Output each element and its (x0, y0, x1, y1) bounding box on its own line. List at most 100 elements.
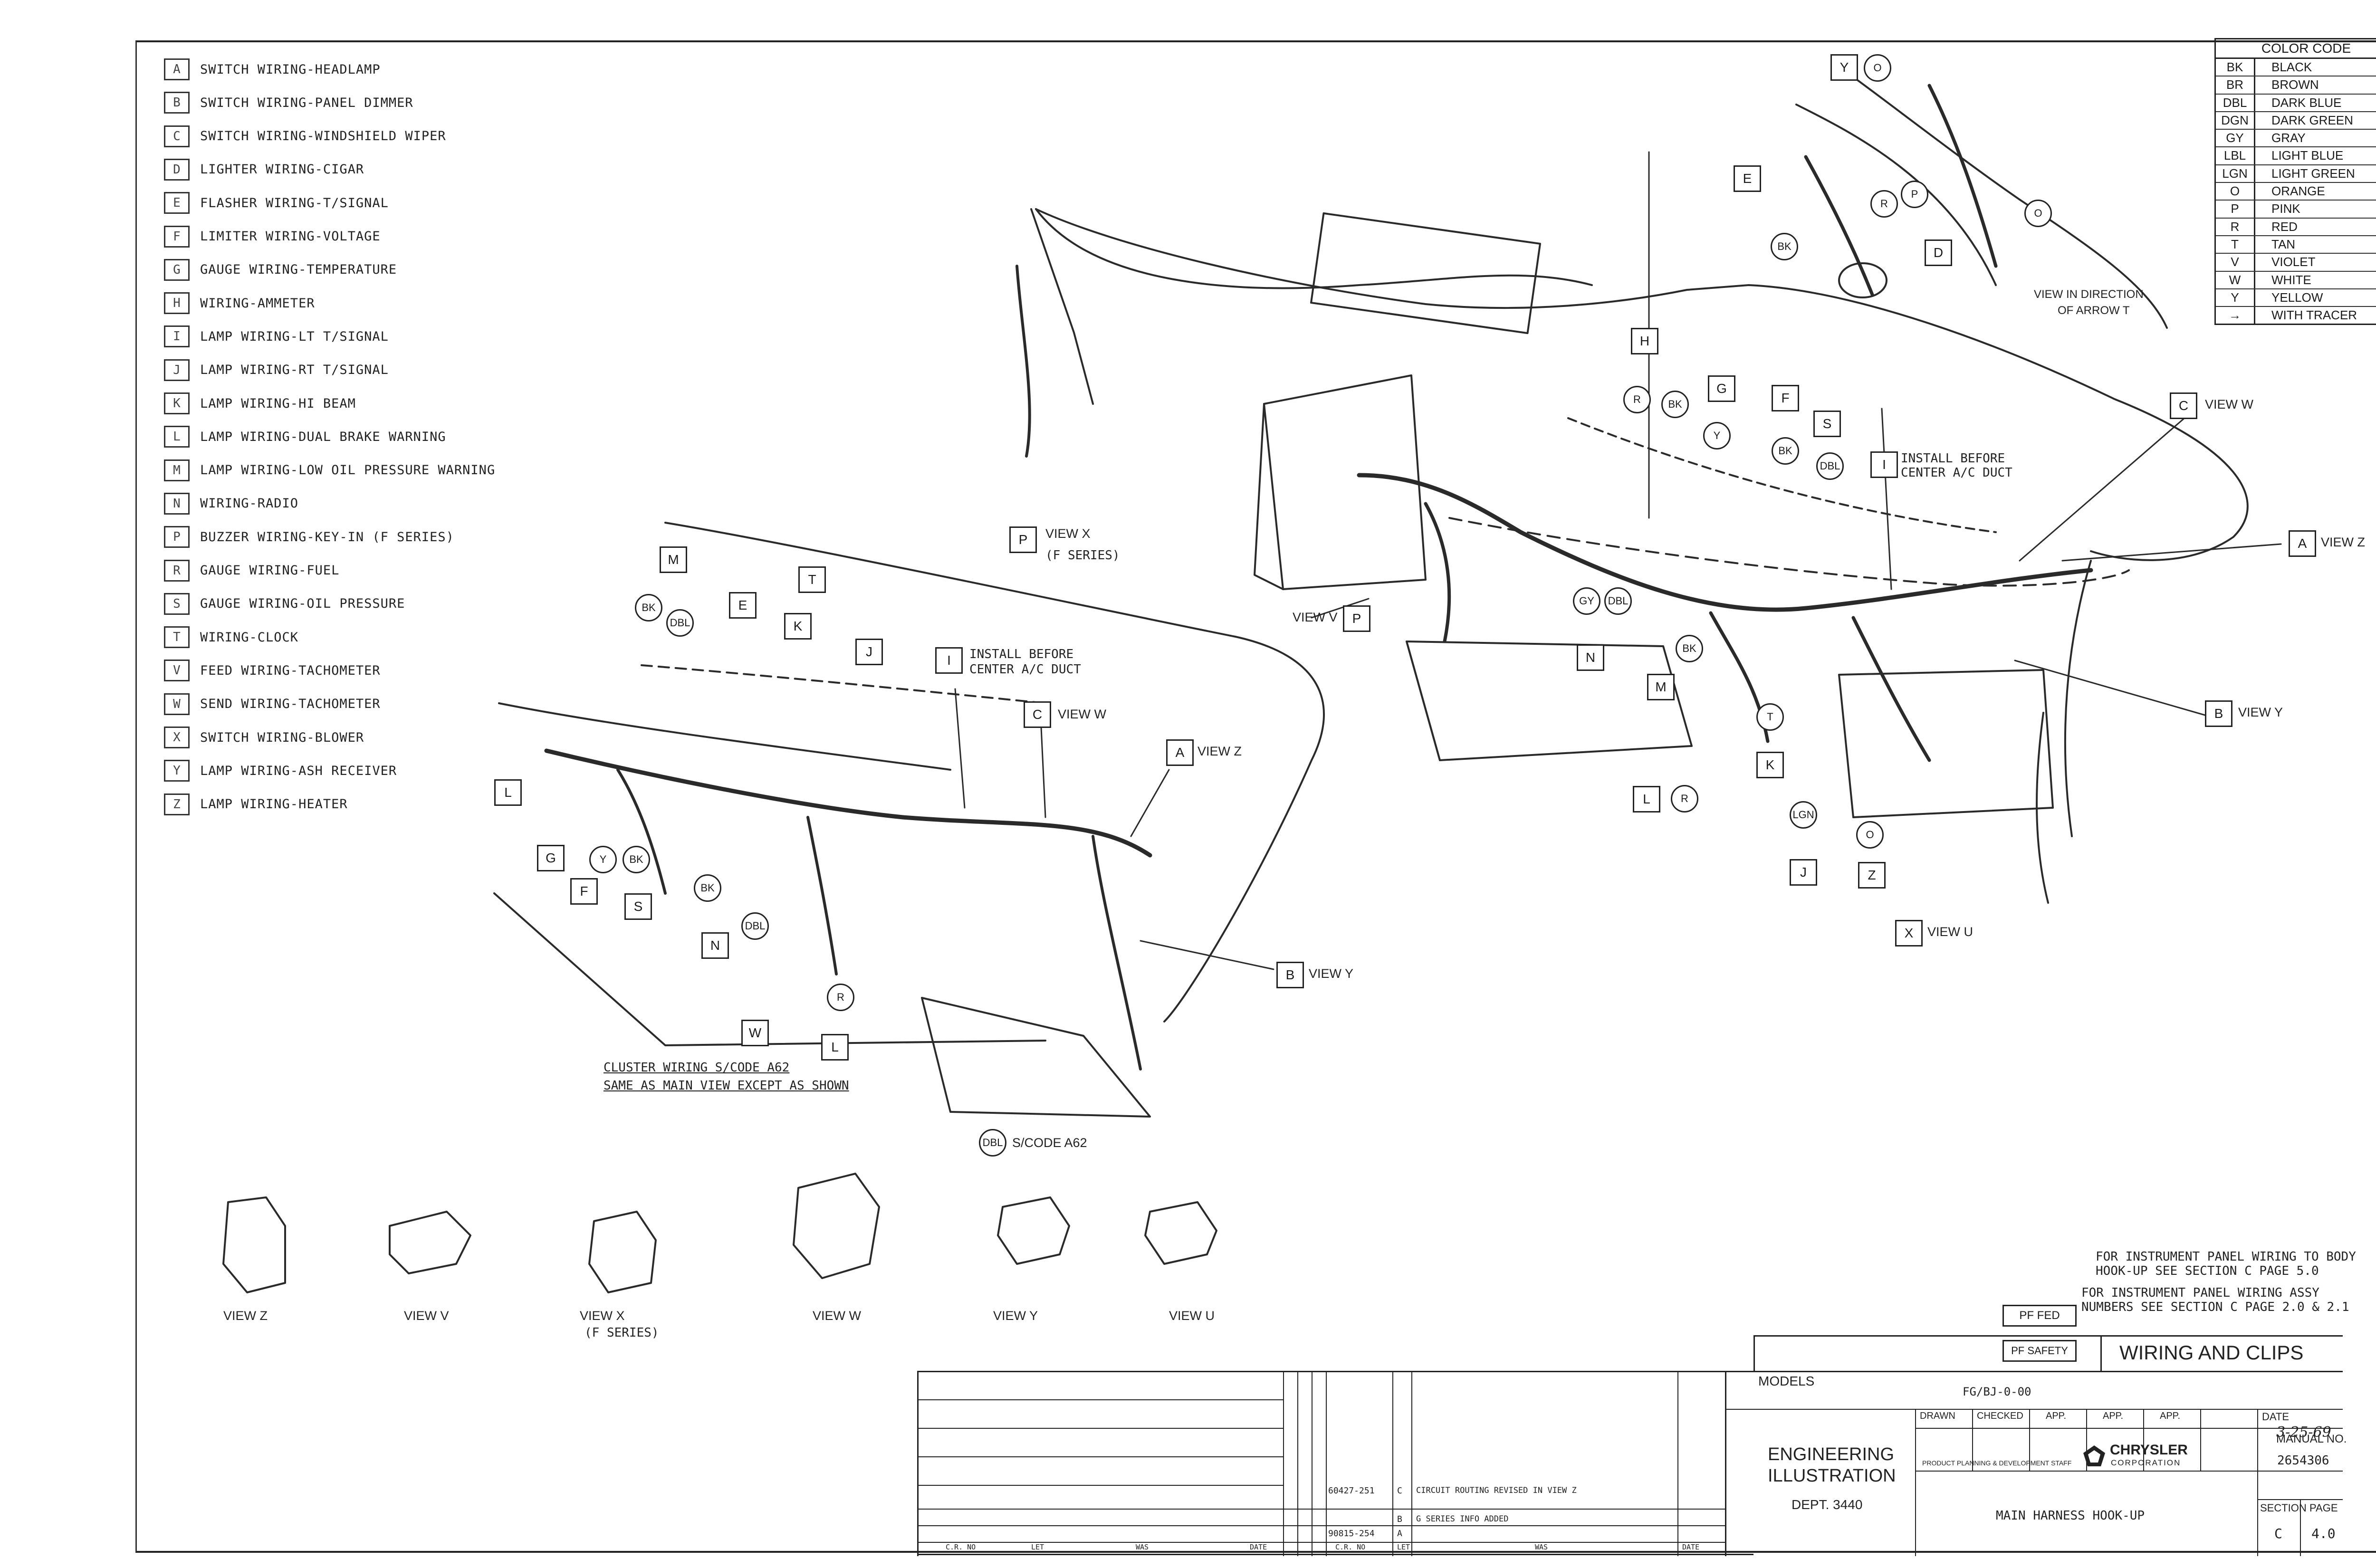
revision-column-head: DATE (1250, 1543, 1267, 1551)
eng-illustration-2: ILLUSTRATION (1768, 1466, 1896, 1486)
callout-r: R (1623, 386, 1651, 413)
color-code-abbrev: R (2216, 218, 2255, 235)
callout-dbl2: DBL (1604, 587, 1632, 615)
drawing-title: WIRING AND CLIPS (2119, 1341, 2304, 1364)
cl-callout-j: J (855, 639, 883, 665)
inset-callout-d: D (1925, 239, 1952, 266)
legend-text: SWITCH WIRING-HEADLAMP (200, 62, 381, 77)
legend-key: H (164, 292, 190, 315)
inset-callout-o2: O (2024, 200, 2052, 227)
legend-key: D (164, 158, 190, 181)
color-code-name: BROWN (2271, 77, 2319, 92)
revision-column-head: C.R. NO (946, 1543, 976, 1551)
color-code-name: ORANGE (2271, 184, 2325, 199)
drawn-label: DRAWN (1920, 1411, 1955, 1421)
cl-view-y-label: VIEW Y (1309, 966, 1354, 981)
color-code-name: BLACK (2271, 60, 2312, 74)
legend-text: SEND WIRING-TACHOMETER (200, 697, 381, 712)
cl-callout-s: S (624, 893, 652, 920)
inset-callout-p: P (1901, 181, 1928, 208)
view-v-label: VIEW V (1293, 610, 1338, 624)
color-code-abbrev: O (2216, 183, 2255, 200)
view-z-label: VIEW Z (2321, 535, 2365, 549)
revision-letter: A (1397, 1529, 1402, 1539)
inset-callout-e: E (1734, 165, 1761, 192)
callout-p: P (1343, 605, 1370, 632)
corporation-label: CORPORATION (2111, 1458, 2181, 1467)
color-code-abbrev: → (2216, 307, 2255, 324)
revision-column-head: WAS (1535, 1543, 1548, 1551)
revision-letter: C (1397, 1486, 1402, 1496)
pf-safety-box: PF SAFETY (2002, 1340, 2077, 1362)
cl-callout-t: T (798, 566, 826, 593)
legend-text: LAMP WIRING-LOW OIL PRESSURE WARNING (200, 463, 496, 478)
f-series-label: (F SERIES) (1045, 548, 1120, 563)
color-code-abbrev: Y (2216, 289, 2255, 306)
legend-text: BUZZER WIRING-KEY-IN (F SERIES) (200, 529, 454, 545)
legend-text: LAMP WIRING-LT T/SIGNAL (200, 329, 389, 344)
legend-item: A SWITCH WIRING-HEADLAMP (164, 56, 381, 83)
legend-text: SWITCH WIRING-BLOWER (200, 730, 364, 745)
legend-text: LAMP WIRING-HEATER (200, 797, 348, 812)
cl-callout-i: I (935, 647, 963, 674)
cl-install-before-label-2: CENTER A/C DUCT (969, 662, 1081, 677)
ppd-label: PRODUCT PLANNING & DEVELOPMENT STAFF (1922, 1459, 2072, 1467)
cl-callout-bk: BK (635, 594, 662, 621)
legend-text: GAUGE WIRING-FUEL (200, 563, 340, 578)
legend-key: B (164, 92, 190, 114)
chrysler-pentastar-icon (2082, 1444, 2106, 1468)
bottom-callout-dbl: DBL (979, 1129, 1006, 1157)
legend-key: J (164, 359, 190, 381)
callout-m: M (1647, 674, 1675, 700)
cl-install-before-label: INSTALL BEFORE (969, 647, 1074, 661)
note-assy-numbers: FOR INSTRUMENT PANEL WIRING ASSY (2081, 1286, 2319, 1300)
note-body-hookup-2: HOOK-UP SEE SECTION C PAGE 5.0 (2096, 1264, 2319, 1278)
color-code-name: YELLOW (2271, 290, 2323, 305)
cl-callout-bk3: BK (694, 874, 721, 902)
legend-key: X (164, 727, 190, 748)
legend-text: LIGHTER WIRING-CIGAR (200, 162, 364, 177)
revision-number: 90815-254 (1328, 1529, 1375, 1539)
color-code-abbrev: GY (2216, 130, 2255, 147)
view-arrow-t-label-2: OF ARROW T (2058, 304, 2130, 317)
legend-text: WIRING-AMMETER (200, 296, 315, 311)
callout-j: J (1790, 859, 1817, 886)
callout-t: T (1756, 703, 1784, 731)
callout-dbl: DBL (1816, 452, 1844, 480)
legend-text: LAMP WIRING-DUAL BRAKE WARNING (200, 429, 446, 444)
color-code-row: GY GRAY (2216, 130, 2376, 148)
bottom-view-u-label: VIEW U (1169, 1309, 1215, 1323)
callout-s: S (1813, 411, 1841, 437)
chrysler-label: CHRYSLER (2110, 1442, 2188, 1458)
checked-label: CHECKED (1977, 1411, 2023, 1421)
install-before-label-2: CENTER A/C DUCT (1901, 466, 2012, 480)
revision-column-head: C.R. NO (1335, 1543, 1366, 1551)
callout-x: X (1895, 920, 1923, 947)
note-assy-numbers-2: NUMBERS SEE SECTION C PAGE 2.0 & 2.1 (2081, 1300, 2349, 1314)
color-code-name: VIOLET (2271, 255, 2316, 269)
color-code-abbrev: T (2216, 236, 2255, 253)
legend-key: A (164, 58, 190, 80)
page-label: PAGE (2309, 1502, 2338, 1514)
legend-text: FEED WIRING-TACHOMETER (200, 663, 381, 678)
drawing-border (135, 40, 2376, 1553)
legend-text: WIRING-RADIO (200, 496, 299, 511)
color-code-name: GRAY (2271, 131, 2306, 145)
cl-callout-g: G (537, 845, 565, 871)
legend-key: E (164, 192, 190, 214)
callout-a: A (2289, 530, 2316, 557)
